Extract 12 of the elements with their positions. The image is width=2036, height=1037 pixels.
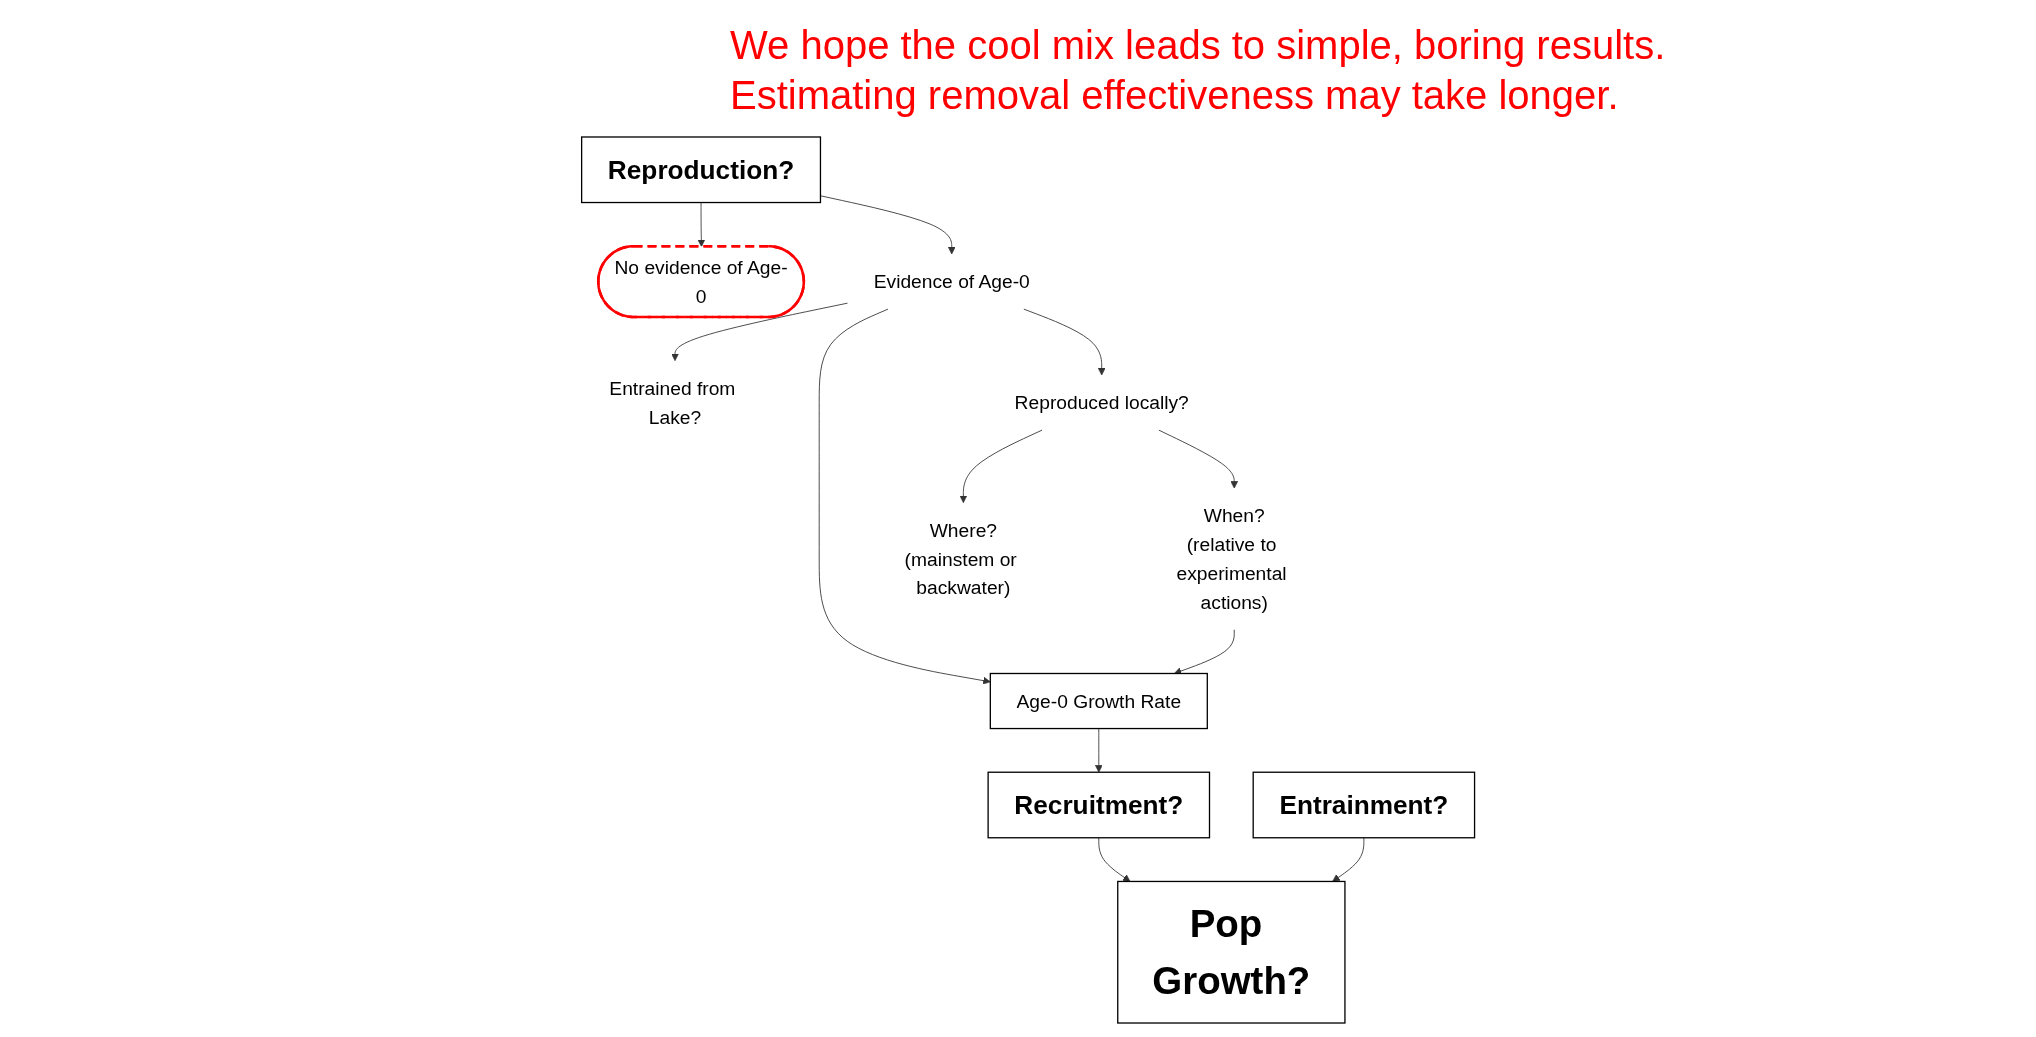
note-text: Estimating removal effectiveness may take longer. [730,72,1619,119]
node-text: When? (relative to experimental actions) [1176,504,1287,614]
node-text: Reproduced locally? [1014,391,1189,414]
node-box: Recruitment? [987,771,1211,839]
node-box: Entrainment? [1252,771,1476,839]
node-text: Entrained from Lake? [609,377,736,428]
node-text: Where? (mainstem or backwater) [904,519,1017,599]
node-box: Age-0 Growth Rate [989,672,1208,730]
note-text: We hope the cool mix leads to simple, boring results. [730,22,1666,69]
node-box: Pop Growth? [1117,880,1346,1024]
node-box: Reproduction? [581,136,822,204]
node-text: Evidence of Age-0 [873,270,1030,293]
